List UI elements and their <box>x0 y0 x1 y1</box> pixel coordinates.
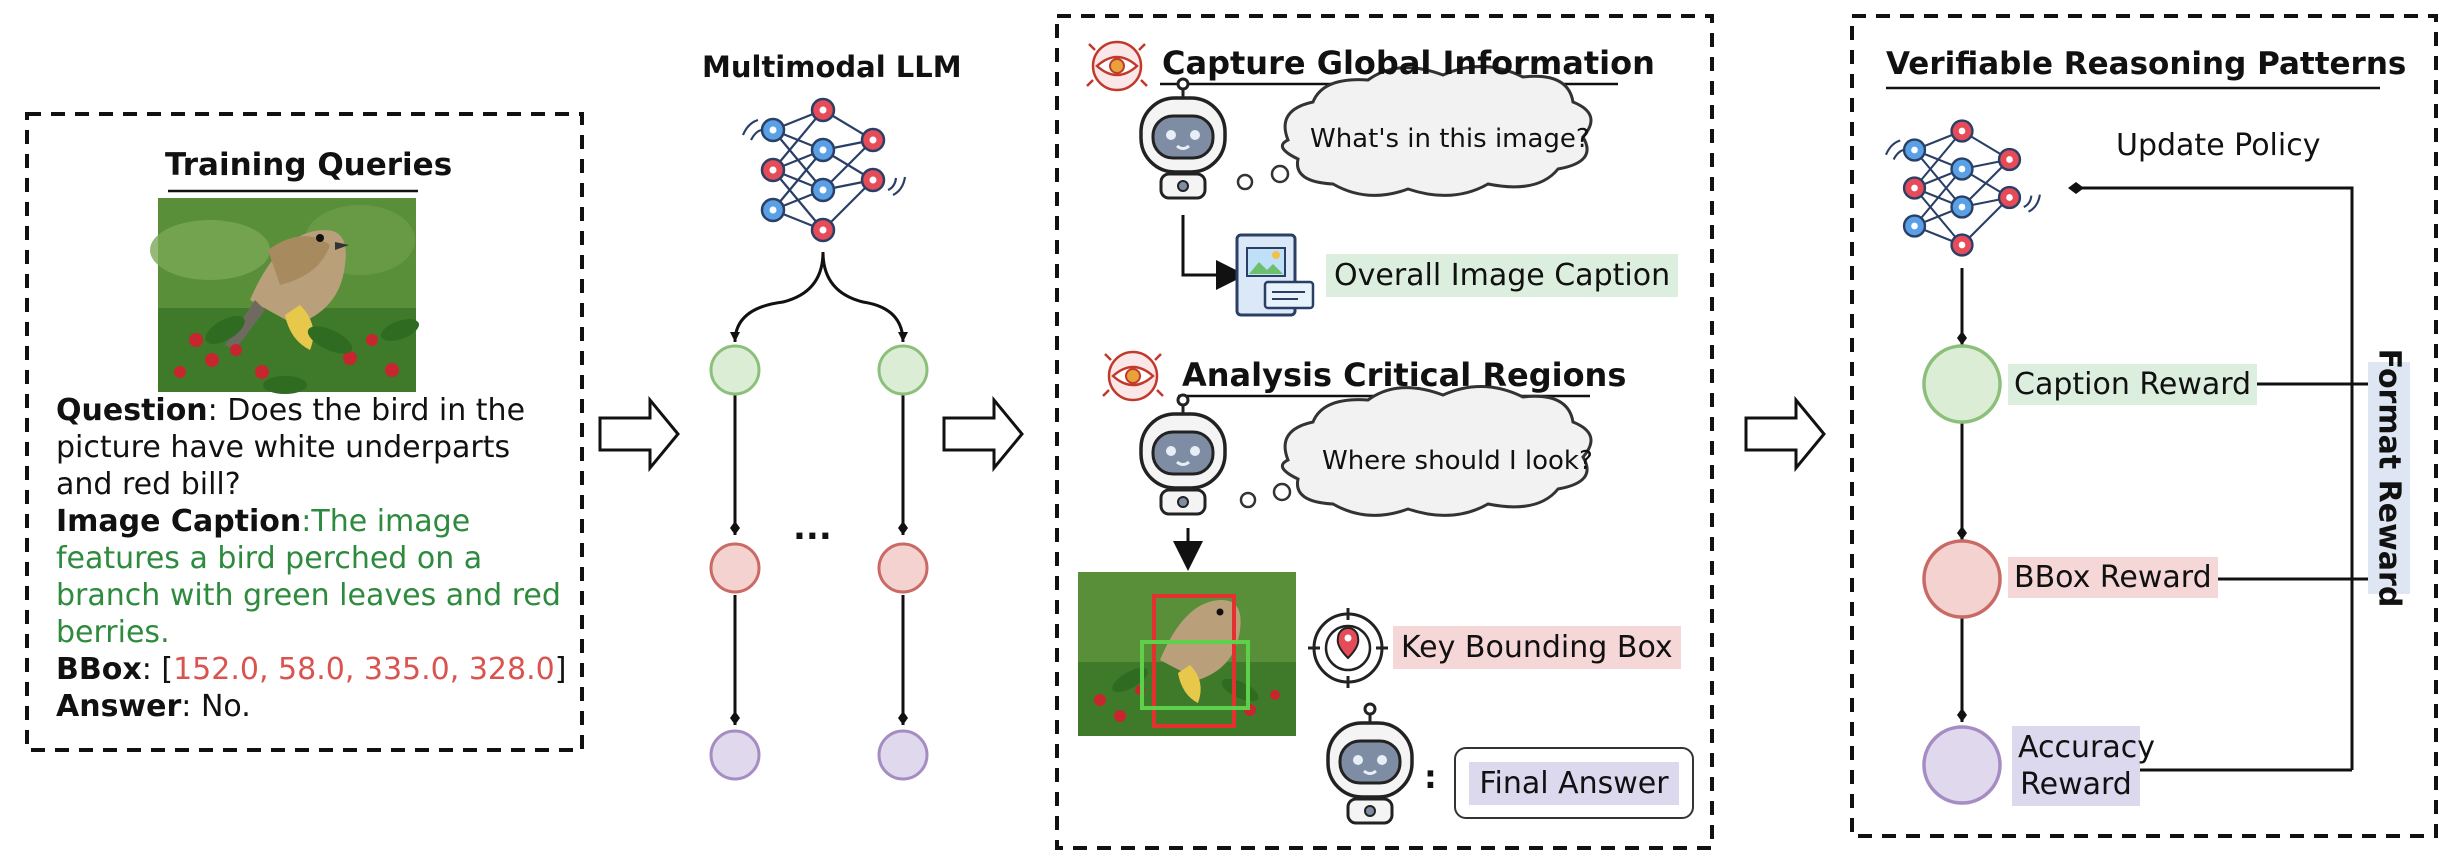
answer-row: Answer: No. <box>56 688 576 725</box>
training-queries-title: Training Queries <box>165 147 453 183</box>
flow-arrow-3 <box>1744 395 1826 473</box>
final-answer-label: Final Answer <box>1469 761 1679 805</box>
bbox-reward-label: BBox Reward <box>2008 557 2218 598</box>
question-text: : Does the bird in the picture have whit… <box>56 393 526 502</box>
thought-bubble-regions <box>1239 385 1593 517</box>
regions-thought-text: Where should I look? <box>1322 446 1593 476</box>
key-bounding-box-chip: Key Bounding Box <box>1393 626 1681 669</box>
llm-node-red-left <box>709 542 761 594</box>
reward-feedback-lines <box>2080 186 2368 772</box>
flow-arrow-1 <box>598 395 680 473</box>
format-reward-label: Format Reward <box>2368 349 2410 607</box>
question-row: Question: Does the bird in the picture h… <box>56 392 576 503</box>
question-label: Question <box>56 393 208 428</box>
eye-icon-regions <box>1101 350 1165 402</box>
critical-regions-title: Analysis Critical Regions <box>1182 356 1627 394</box>
bbox-value: 152.0, 58.0, 335.0, 328.0 <box>173 652 555 687</box>
update-policy-label: Update Policy <box>2116 128 2321 163</box>
llm-node-purple-left <box>709 729 761 781</box>
flow-arrow-2 <box>942 395 1024 473</box>
bbox-open: : [ <box>141 652 174 687</box>
thought-bubble-global <box>1236 65 1593 197</box>
answer-colon: : <box>1424 758 1437 796</box>
llm-node-green-left <box>709 344 761 396</box>
llm-network-icon <box>741 97 907 243</box>
llm-node-purple-right <box>877 729 929 781</box>
answer-label: Answer <box>56 689 182 724</box>
accuracy-reward-label: Accuracy Reward <box>2012 726 2155 806</box>
global-thought-text: What's in this image? <box>1310 124 1590 154</box>
llm-fork <box>733 251 905 343</box>
image-caption-icon <box>1235 233 1315 317</box>
patterns-title: Verifiable Reasoning Patterns <box>1886 46 2407 82</box>
robot-icon-global <box>1139 77 1227 200</box>
bbox-red <box>1152 594 1236 728</box>
accuracy-reward-text: Accuracy Reward <box>2018 730 2155 802</box>
llm-title: Multimodal LLM <box>702 50 962 84</box>
training-queries-panel <box>25 112 584 752</box>
caption-row: Image Caption:The image features a bird … <box>56 503 576 651</box>
caption-text: :The image features a bird perched on a … <box>56 504 561 650</box>
bbox-label: BBox <box>56 652 142 687</box>
llm-ellipsis: ... <box>793 508 832 548</box>
eye-icon-global <box>1085 40 1149 92</box>
final-answer-box: Final Answer <box>1454 747 1694 819</box>
patterns-panel <box>1850 14 2438 838</box>
location-target-icon <box>1308 608 1388 688</box>
caption-reward-label: Caption Reward <box>2008 364 2258 405</box>
llm-node-red-right <box>877 542 929 594</box>
caption-label: Image Caption <box>56 504 302 539</box>
answer-text: : No. <box>181 689 251 724</box>
global-info-title: Capture Global Information <box>1162 44 1655 82</box>
robot-icon-regions <box>1139 393 1227 516</box>
reasoning-panel <box>1055 14 1714 850</box>
bbox-reward-node <box>1922 539 2002 619</box>
bbox-green <box>1140 640 1250 710</box>
bird-photo-regions <box>1078 572 1296 736</box>
accuracy-reward-node <box>1922 725 2002 805</box>
robot-icon-answer <box>1326 702 1414 825</box>
llm-node-green-right <box>877 344 929 396</box>
bird-photo <box>150 198 420 394</box>
bbox-row: BBox: [152.0, 58.0, 335.0, 328.0] <box>56 651 576 688</box>
bbox-close: ] <box>554 652 567 687</box>
caption-reward-node <box>1922 344 2002 424</box>
overall-image-caption-chip: Overall Image Caption <box>1326 254 1679 297</box>
format-reward-text: Format Reward <box>2371 348 2407 608</box>
query-details: Question: Does the bird in the picture h… <box>56 392 576 725</box>
policy-network-icon <box>1884 119 2042 257</box>
